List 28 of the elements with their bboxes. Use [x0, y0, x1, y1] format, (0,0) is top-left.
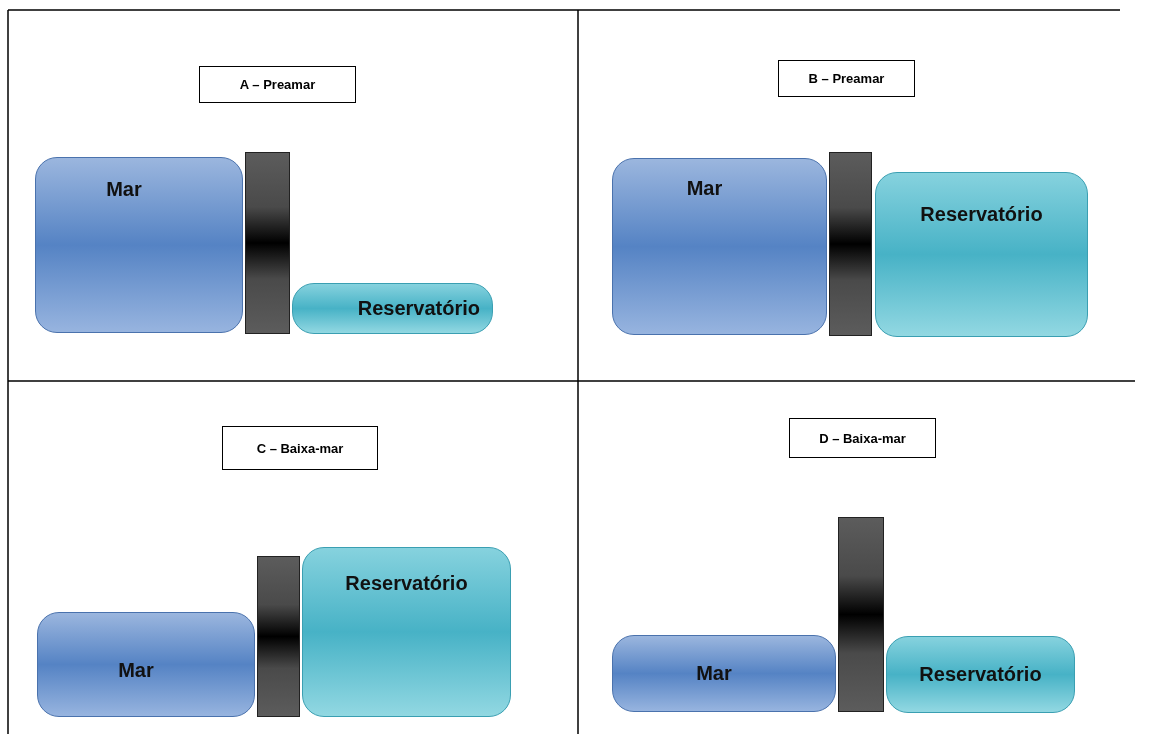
- title-box: [199, 66, 356, 103]
- sea-block: [37, 612, 255, 717]
- reservoir-block: [875, 172, 1088, 337]
- block-label: Mar: [118, 659, 154, 682]
- reservoir-block: [886, 636, 1075, 713]
- title-box: [222, 426, 378, 470]
- sea-block: [612, 635, 836, 712]
- block-label: Mar: [696, 662, 732, 685]
- block-label: Mar: [106, 178, 142, 201]
- block-label: Reservatório: [345, 572, 468, 595]
- block-label: Reservatório: [919, 663, 1042, 686]
- sea-block: [35, 157, 243, 333]
- dam-bar: [829, 152, 872, 336]
- reservoir-block: [302, 547, 511, 717]
- title-box: [789, 418, 936, 458]
- panel-title: B – Preamar: [808, 71, 885, 86]
- block-label: Mar: [686, 177, 723, 200]
- dam-bar: [838, 517, 884, 712]
- dam-bar: [257, 556, 300, 717]
- sea-block: [612, 158, 827, 335]
- dam-bar: [245, 152, 290, 334]
- block-label: Reservatório: [920, 203, 1043, 226]
- panel-title: D – Baixa-mar: [819, 430, 906, 446]
- panel-title: A – Preamar: [239, 77, 316, 92]
- reservoir-block: [292, 283, 493, 334]
- panel-title: C – Baixa-mar: [256, 440, 344, 456]
- block-label: Reservatório: [357, 297, 480, 320]
- title-box: [778, 60, 915, 97]
